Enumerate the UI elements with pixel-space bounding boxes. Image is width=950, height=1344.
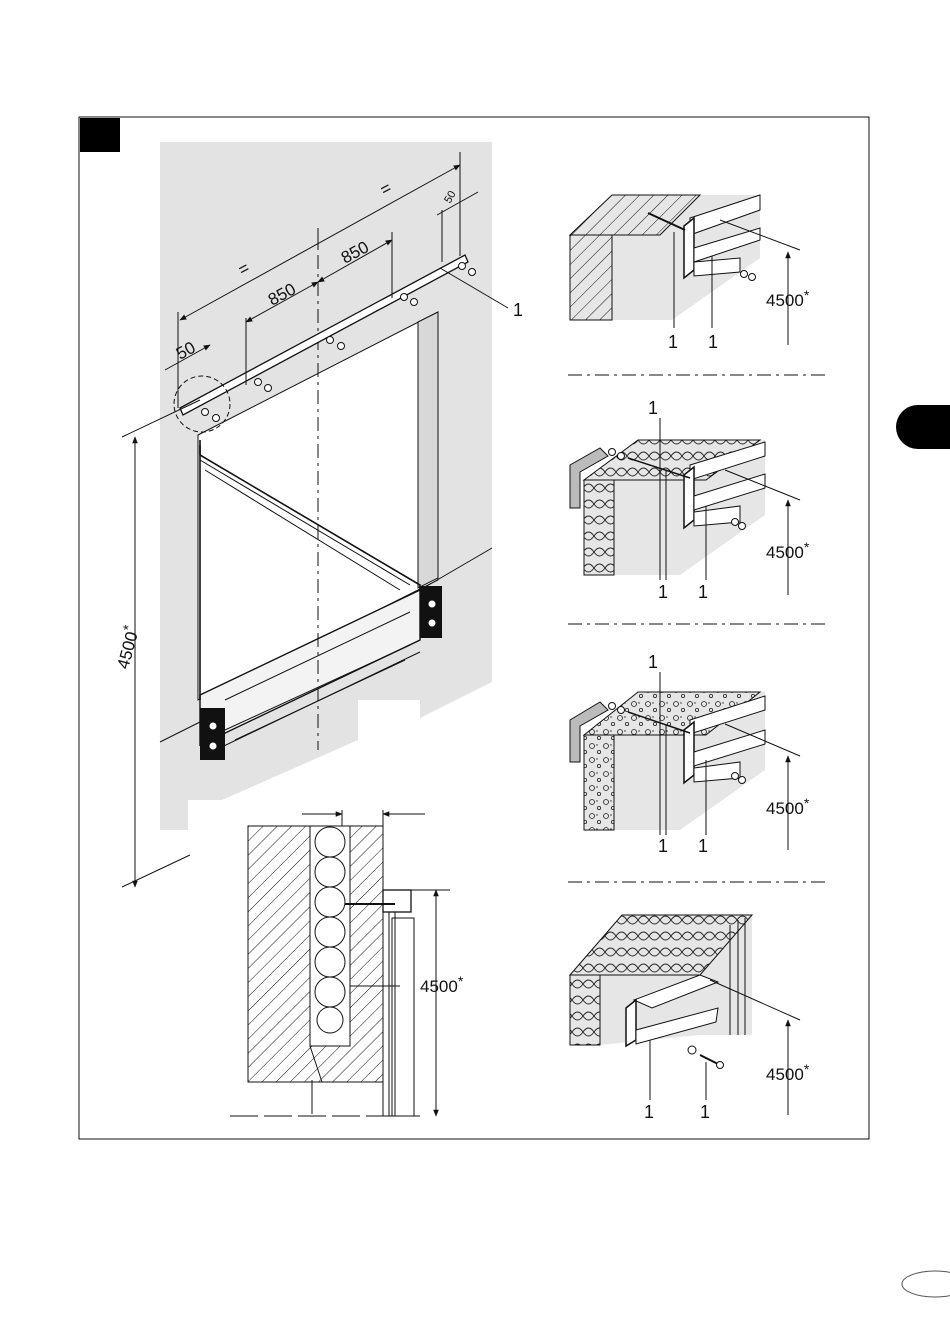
detail2-callout-b: 1 <box>698 582 708 602</box>
detail-steel-frame: 1 1 4500* <box>570 915 810 1122</box>
detail2-callout-a: 1 <box>658 582 668 602</box>
detail1-height-dim: 4500* <box>766 287 810 310</box>
detail-masonry: 1 1 4500* <box>570 195 810 352</box>
detail3-callout-b: 1 <box>698 836 708 856</box>
page-number-oval <box>902 1271 950 1297</box>
detail1-callout-a: 1 <box>668 332 678 352</box>
detail3-height-dim: 4500* <box>766 795 810 818</box>
main-callout-1: 1 <box>513 300 523 320</box>
bracket-left <box>200 708 225 760</box>
section-view: 4500* <box>230 810 464 1116</box>
main-view: = = 850 850 50 50 1 4500* <box>110 142 523 887</box>
detail1-callout-b: 1 <box>708 332 718 352</box>
section-height-dim: 4500* <box>420 973 464 996</box>
main-height-dim: 4500* <box>110 623 144 671</box>
detail4-callout-b: 1 <box>700 1102 710 1122</box>
detail4-callout-a: 1 <box>644 1102 654 1122</box>
bracket-right <box>420 586 442 638</box>
figure-tab <box>80 118 120 152</box>
detail4-height-dim: 4500* <box>766 1061 810 1084</box>
chapter-tab <box>896 405 950 449</box>
detail3-callout-top: 1 <box>648 652 658 672</box>
detail2-height-dim: 4500* <box>766 539 810 562</box>
detail-concrete: 1 1 1 4500* <box>570 652 810 856</box>
detail3-callout-a: 1 <box>658 836 668 856</box>
detail-insulated: 1 1 1 4500* <box>570 398 810 602</box>
detail2-callout-top: 1 <box>648 398 658 418</box>
